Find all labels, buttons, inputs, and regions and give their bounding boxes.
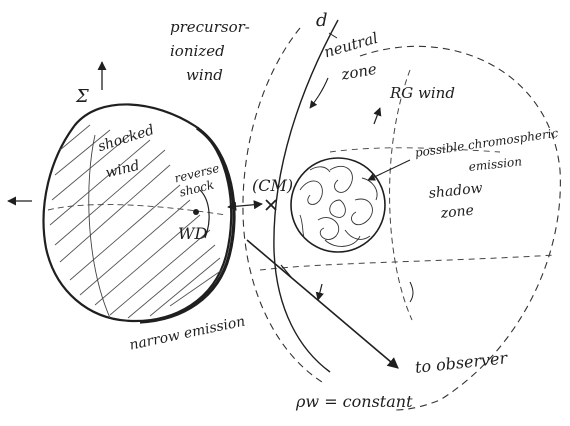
rg-wind-equator bbox=[260, 255, 555, 270]
rg-wind-arrow bbox=[374, 108, 380, 124]
label-precursor-1: precursor- bbox=[170, 18, 250, 36]
label-rho-constant: ρw = constant bbox=[296, 392, 413, 411]
label-precursor-2: ionized bbox=[170, 42, 225, 60]
neutral-zone-boundary bbox=[274, 20, 338, 372]
label-d: d bbox=[316, 10, 328, 31]
wind-arrow-right bbox=[410, 282, 413, 302]
label-rg-wind: RG wind bbox=[390, 84, 455, 102]
label-cm: (CM) bbox=[252, 176, 293, 195]
wind-arrow-down bbox=[318, 284, 322, 300]
line-of-sight-arrow bbox=[247, 240, 398, 368]
white-dwarf-point bbox=[193, 209, 199, 215]
label-sigma: Σ bbox=[76, 86, 89, 107]
label-precursor-3: wind bbox=[186, 66, 223, 84]
label-wd: WD bbox=[178, 224, 207, 243]
neutral-zone-arrow bbox=[310, 78, 328, 108]
red-giant bbox=[291, 158, 385, 252]
chromo-pointer-arrow bbox=[368, 160, 410, 180]
center-of-mass-mark bbox=[266, 200, 276, 210]
rg-wind-inner-meridian bbox=[390, 70, 412, 320]
